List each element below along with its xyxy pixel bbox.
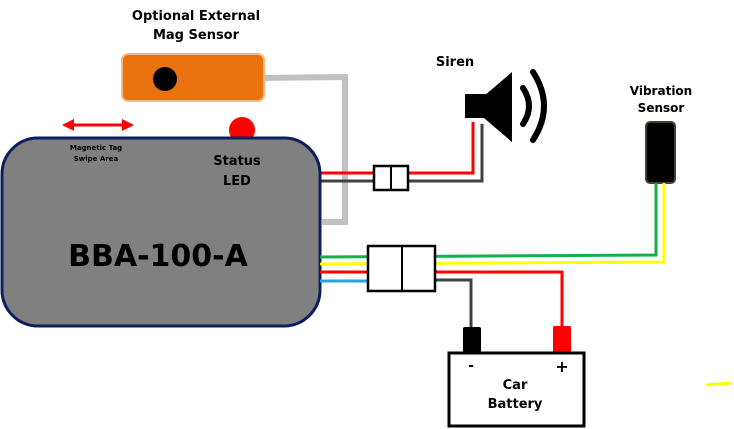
vibration-sensor-label-2: Sensor: [638, 101, 685, 115]
battery-positive-label: +: [555, 357, 568, 376]
battery-negative-label: -: [468, 358, 474, 374]
battery-negative-terminal: [463, 327, 481, 353]
mag-sensor-label-2: Mag Sensor: [153, 28, 240, 43]
main-unit: [0, 136, 322, 328]
harness-connector: [366, 244, 437, 293]
swipe-area-label-1: Magnetic Tag: [70, 144, 122, 152]
car-battery: [447, 351, 586, 428]
battery-positive-terminal: [553, 326, 571, 353]
swipe-area-label-2: Swipe Area: [74, 155, 119, 163]
black-ground-wire: [435, 278, 473, 328]
siren-connector: [372, 164, 410, 192]
stray-yellow-mark: [705, 381, 732, 387]
status-led-label-2: LED: [223, 174, 251, 189]
siren-label: Siren: [436, 55, 474, 70]
siren-red-wire: [320, 122, 475, 175]
swipe-arrow-icon: [62, 119, 134, 131]
vibration-sensor-label-1: Vibration: [630, 84, 692, 98]
mag-sensor: [121, 53, 265, 102]
mag-sensor-label-1: Optional External: [132, 9, 260, 24]
siren-icon: [465, 69, 547, 143]
vibration-sensor: [645, 121, 676, 184]
main-unit-model: BBA-100-A: [68, 239, 248, 274]
status-led-label-1: Status: [213, 154, 261, 169]
battery-label-2: Battery: [488, 397, 543, 412]
battery-label-1: Car: [503, 378, 528, 393]
